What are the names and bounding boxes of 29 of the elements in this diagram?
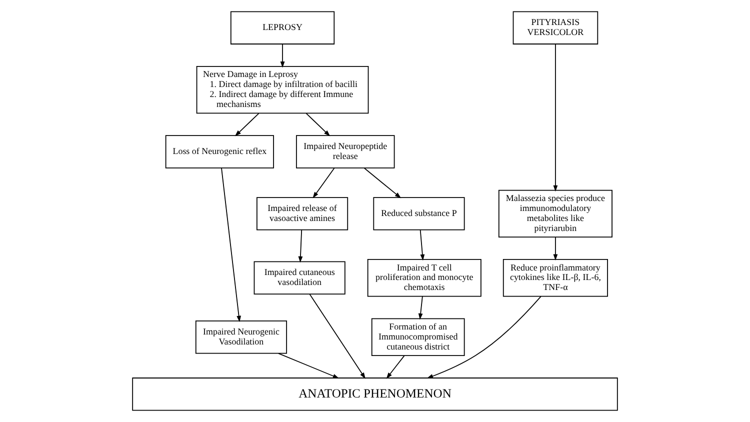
arrow [306, 112, 330, 136]
node-box: LEPROSY [230, 11, 335, 44]
node-box: Impaired release of vasoactive amines [256, 197, 348, 230]
node-box: ANATOPIC PHENOMENON [132, 378, 618, 411]
arrow [418, 296, 423, 320]
arrow [553, 44, 558, 192]
node-box: Reduce proinflammatory cytokines like IL-β, IL-6, TNF-α [502, 259, 608, 297]
arrow [278, 352, 340, 378]
arrow [221, 168, 242, 322]
node-box: Loss of Neurogenic reflex [165, 135, 274, 168]
node-box: Nerve Damage in Leprosy 1. Direct damage by infiltration of bacilli 2. Indirect damage by different Immune mechanisms [196, 66, 369, 114]
node-box: Reduced substance P [373, 197, 465, 230]
arrow [280, 44, 285, 68]
arrow [426, 296, 542, 378]
node-box: Impaired T cell proliferation and monocyte chemotaxis [367, 259, 482, 297]
arrow [298, 230, 303, 263]
arrow [420, 230, 425, 261]
node-box: Formation of an Immunocompromised cutaneous district [371, 318, 465, 356]
node-box: Impaired Neurogenic Vasodilation [195, 320, 288, 354]
arrow [364, 168, 402, 198]
node-box: Impaired Neuropeptide release [296, 135, 395, 168]
arrow [553, 236, 558, 261]
arrow [386, 355, 405, 379]
arrow [312, 168, 335, 198]
node-box: Malassezia species produce immunomodulatory metabolites like pityriarubin [498, 190, 612, 238]
node-box: PITYRIASIS VERSICOLOR [512, 11, 598, 44]
node-box: Impaired cutaneous vasodilation [254, 261, 346, 294]
arrow [234, 112, 260, 136]
arrow [309, 294, 366, 379]
